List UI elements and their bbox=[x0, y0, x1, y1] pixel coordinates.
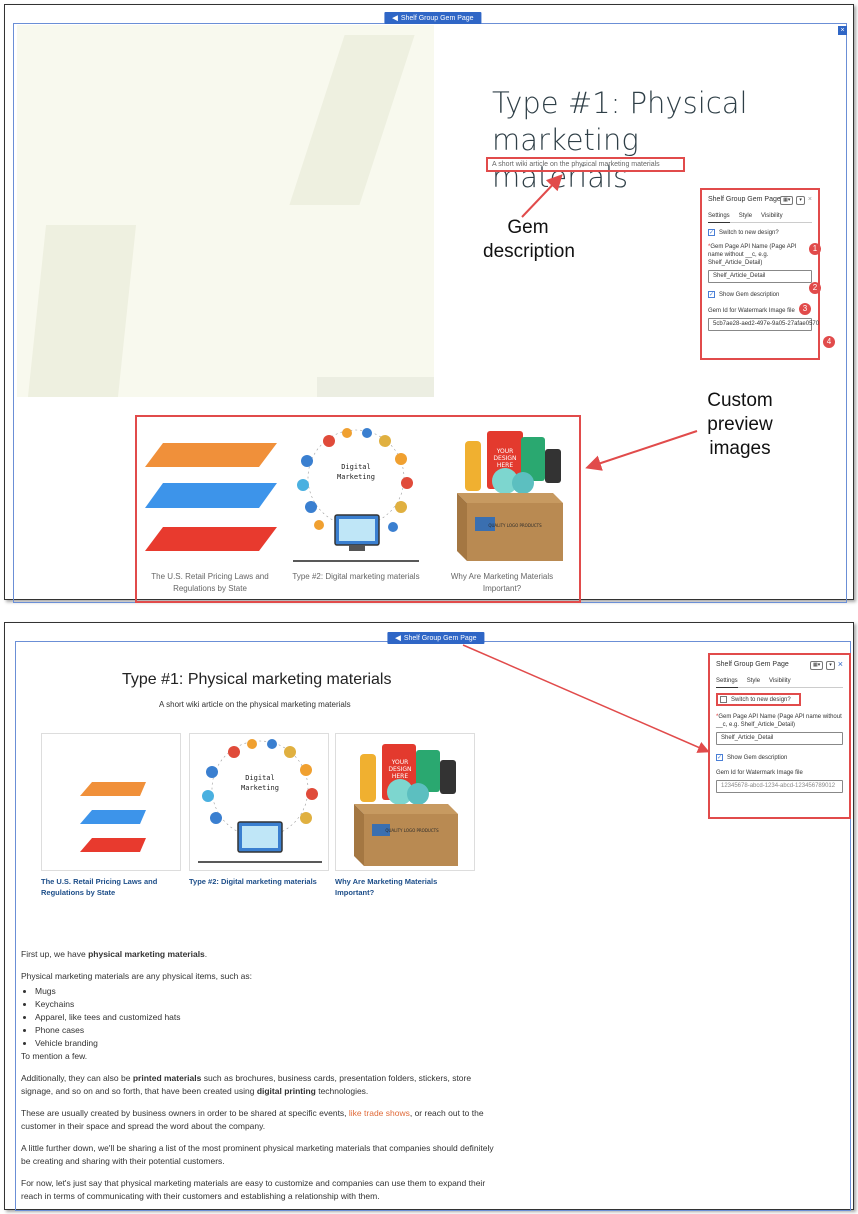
list-item: Vehicle branding bbox=[35, 1037, 501, 1050]
gem-id-input[interactable]: 12345678-abcd-1234-abcd-123456789012 bbox=[716, 780, 843, 793]
preview-card-2[interactable]: Digital Marketing bbox=[189, 733, 329, 871]
preview-images-arrow bbox=[585, 430, 698, 471]
api-name-input[interactable]: Shelf_Article_Detail bbox=[708, 270, 812, 283]
gem-description-arrow bbox=[521, 174, 563, 218]
switch-design-label: Switch to new design? bbox=[719, 229, 779, 236]
layout-menu-icon[interactable]: ▦▾ bbox=[780, 196, 794, 205]
show-description-label: Show Gem description bbox=[727, 754, 788, 761]
step-marker-1: 1 bbox=[809, 243, 821, 255]
tab-visibility[interactable]: Visibility bbox=[761, 213, 783, 219]
promo-box-graphic: YOUR DESIGN HERE QUALITY LOGO PRODUCTS bbox=[457, 431, 563, 561]
annotation-arrows bbox=[521, 174, 698, 471]
switch-design-label: Switch to new design? bbox=[731, 696, 791, 703]
layout-menu-icon[interactable]: ▦▾ bbox=[809, 661, 824, 670]
svg-text:Marketing: Marketing bbox=[241, 784, 279, 792]
trade-shows-link[interactable]: like trade shows bbox=[348, 1108, 410, 1118]
svg-text:Digital: Digital bbox=[341, 463, 371, 471]
gem-id-input[interactable]: 5cb7ae28-aed2-497e-9a05-27afae0570 bbox=[708, 318, 819, 331]
list-item: Mugs bbox=[35, 985, 501, 998]
list-item: Phone cases bbox=[35, 1024, 501, 1037]
step-marker-4: 4 bbox=[823, 336, 835, 348]
preview-caption-2[interactable]: Type #2: Digital marketing materials bbox=[292, 572, 420, 581]
custom-preview-annotation: Custom preview images bbox=[707, 390, 773, 459]
gem-description: A short wiki article on the physical mar… bbox=[159, 700, 351, 709]
preview-images-box: Digital Marketing YOUR DESIGN HERE QUALI… bbox=[135, 415, 581, 603]
gem-id-label: Gem Id for Watermark Image file bbox=[716, 770, 803, 776]
svg-text:Marketing: Marketing bbox=[337, 473, 375, 481]
chevron-left-icon: ◀ bbox=[392, 15, 398, 22]
settings-panel: Shelf Group Gem Page ▦▾ ▾ × Settings Sty… bbox=[700, 188, 835, 360]
paragraph-6: A little further down, we'll be sharing … bbox=[21, 1143, 494, 1166]
svg-text:HERE: HERE bbox=[497, 462, 513, 469]
svg-text:QUALITY LOGO PRODUCTS: QUALITY LOGO PRODUCTS bbox=[488, 523, 542, 528]
step-marker-3: 3 bbox=[799, 303, 811, 315]
chevron-left-icon: ◀ bbox=[395, 635, 401, 642]
show-description-checkbox[interactable]: ✓ bbox=[708, 291, 715, 298]
gem-tab[interactable]: ◀Shelf Group Gem Page bbox=[387, 632, 485, 644]
panel-title: Shelf Group Gem Page bbox=[716, 661, 789, 668]
gem-description: A short wiki article on the physical mar… bbox=[486, 157, 685, 172]
tab-settings[interactable]: Settings bbox=[708, 213, 730, 223]
switch-design-checkbox[interactable]: ✓ bbox=[708, 229, 715, 236]
step-marker-2: 2 bbox=[809, 282, 821, 294]
svg-text:HERE: HERE bbox=[392, 773, 408, 780]
preview-card-1[interactable] bbox=[41, 733, 181, 871]
digital-marketing-graphic: Digital Marketing bbox=[198, 739, 322, 863]
show-description-label: Show Gem description bbox=[719, 291, 780, 298]
tab-settings[interactable]: Settings bbox=[716, 678, 738, 688]
svg-text:DESIGN: DESIGN bbox=[493, 455, 516, 462]
preview-link-1[interactable]: The U.S. Retail Pricing Laws and Regulat… bbox=[41, 877, 158, 897]
preview-thumb-box[interactable]: YOUR DESIGN HERE QUALITY LOGO PRODUCTS bbox=[435, 423, 569, 567]
gem-id-label: Gem Id for Watermark Image file bbox=[708, 308, 795, 314]
paragraph-1: First up, we have physical marketing mat… bbox=[21, 949, 208, 959]
settings-panel: Shelf Group Gem Page ▦▾ ▾ × Settings Sty… bbox=[708, 653, 851, 819]
close-icon[interactable]: × bbox=[838, 26, 847, 35]
svg-text:DESIGN: DESIGN bbox=[388, 766, 411, 773]
digital-marketing-graphic: Digital Marketing bbox=[293, 428, 419, 562]
preview-card-3[interactable]: YOUR DESIGN HERE QUALITY LOGO PRODUCTS bbox=[335, 733, 475, 871]
tab-visibility[interactable]: Visibility bbox=[769, 678, 791, 684]
screenshot-bottom: ◀Shelf Group Gem Page Type #1: Physical … bbox=[4, 622, 854, 1212]
chevron-down-icon[interactable]: ▾ bbox=[826, 661, 835, 670]
article-body: First up, we have physical marketing mat… bbox=[21, 948, 501, 1212]
api-name-input[interactable]: Shelf_Article_Detail bbox=[716, 732, 843, 745]
screenshot-top: ◀Shelf Group Gem Page × Type #1: Physica… bbox=[4, 4, 854, 603]
preview-caption-1[interactable]: The U.S. Retail Pricing Laws and Regulat… bbox=[151, 572, 269, 593]
api-name-label: *Gem Page API Name (Page API name withou… bbox=[716, 714, 842, 728]
svg-text:Digital: Digital bbox=[245, 774, 275, 782]
list-item: Apparel, like tees and customized hats bbox=[35, 1011, 501, 1024]
chevron-down-icon[interactable]: ▾ bbox=[796, 196, 805, 205]
gem-description-annotation: Gem description bbox=[483, 217, 575, 262]
preview-caption-3[interactable]: Why Are Marketing Materials Important? bbox=[450, 572, 554, 593]
stripes-graphic bbox=[80, 782, 146, 852]
paragraph-3: To mention a few. bbox=[21, 1051, 88, 1061]
svg-text:QUALITY LOGO PRODUCTS: QUALITY LOGO PRODUCTS bbox=[385, 828, 439, 833]
tab-style[interactable]: Style bbox=[738, 213, 753, 219]
hero-image bbox=[17, 25, 434, 397]
gem-tab[interactable]: ◀Shelf Group Gem Page bbox=[384, 12, 482, 24]
article-title: Type #1: Physical marketing materials bbox=[122, 671, 392, 688]
paragraph-5: These are usually created by business ow… bbox=[21, 1108, 484, 1131]
preview-link-2[interactable]: Type #2: Digital marketing materials bbox=[189, 877, 317, 886]
stripes-graphic bbox=[145, 443, 277, 551]
close-icon[interactable]: × bbox=[837, 659, 843, 669]
close-icon[interactable]: × bbox=[807, 196, 812, 203]
annotation-arrow bbox=[462, 644, 710, 753]
svg-text:YOUR: YOUR bbox=[391, 759, 409, 766]
api-name-label: *Gem Page API Name (Page API name withou… bbox=[708, 244, 797, 266]
preview-link-3[interactable]: Why Are Marketing Materials Important? bbox=[335, 877, 438, 897]
preview-thumb-stripes[interactable] bbox=[143, 423, 277, 567]
svg-text:YOUR: YOUR bbox=[496, 448, 514, 455]
tab-style[interactable]: Style bbox=[746, 678, 761, 684]
switch-design-checkbox[interactable] bbox=[720, 696, 727, 703]
paragraph-7: For now, let's just say that physical ma… bbox=[21, 1178, 486, 1201]
promo-box-graphic: YOUR DESIGN HERE QUALITY LOGO PRODUCTS bbox=[354, 744, 458, 866]
panel-title: Shelf Group Gem Page bbox=[708, 196, 781, 203]
paragraph-2: Physical marketing materials are any phy… bbox=[21, 971, 253, 981]
show-description-checkbox[interactable]: ✓ bbox=[716, 754, 723, 761]
list-item: Keychains bbox=[35, 998, 501, 1011]
item-list: Mugs Keychains Apparel, like tees and cu… bbox=[35, 985, 501, 1050]
paragraph-4: Additionally, they can also be printed m… bbox=[21, 1073, 472, 1096]
preview-thumb-digital[interactable]: Digital Marketing bbox=[289, 423, 423, 567]
